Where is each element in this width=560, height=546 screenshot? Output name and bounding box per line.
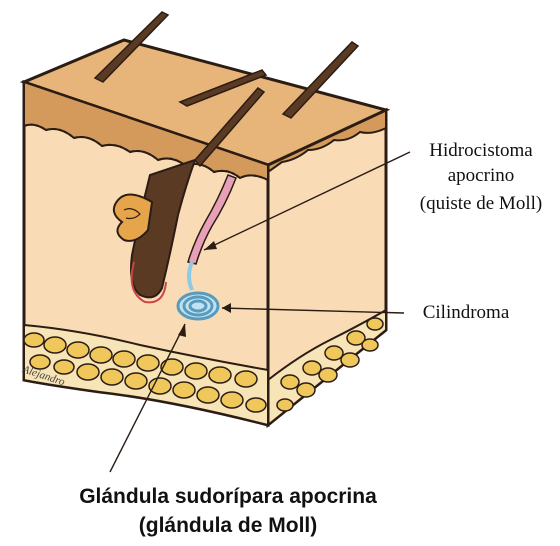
label-hidrocistoma-line3: (quiste de Moll) [420,193,542,214]
label-glandula-line2: (glándula de Moll) [139,514,318,537]
label-cilindroma: Cilindroma [423,302,510,323]
label-hidrocistoma-line2: apocrino [448,165,514,186]
label-glandula-line1: Glándula sudorípara apocrina [79,485,377,508]
label-hidrocistoma-line1: Hidrocistoma [429,140,533,161]
